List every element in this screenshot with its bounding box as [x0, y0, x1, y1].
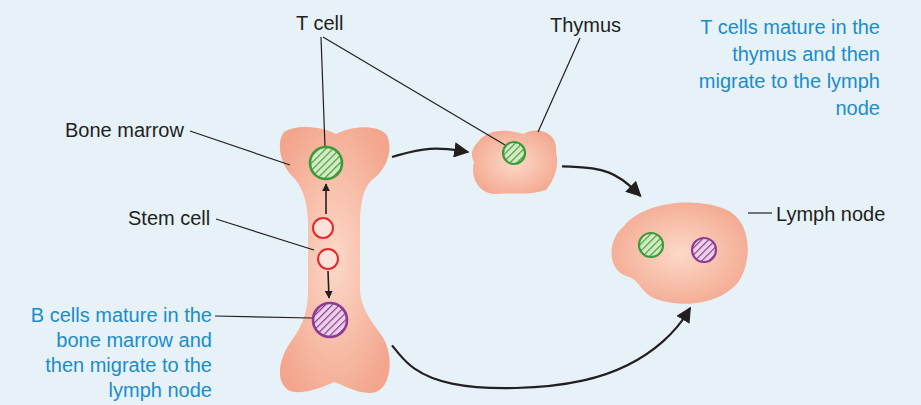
b-cell — [692, 238, 716, 262]
thymus-organ: Thymus — [468, 122, 562, 196]
leader-line — [190, 131, 290, 165]
leader-line — [323, 37, 505, 145]
migration-arrow — [392, 149, 468, 157]
t-cell — [310, 147, 342, 179]
annotation-note: B cells mature in the bone marrow and th… — [27, 303, 212, 403]
bone-marrow-organ: Bone marrow — [276, 124, 392, 394]
leader-line — [216, 219, 314, 250]
cell-label: T cell — [296, 11, 343, 35]
organ-label: Thymus — [550, 13, 621, 37]
organ-shape — [472, 131, 557, 194]
stem-cell — [313, 218, 333, 238]
organ-shape — [280, 127, 390, 393]
organ-label: Lymph node — [776, 202, 885, 226]
cell-label: Stem cell — [128, 206, 210, 230]
differentiation-arrow — [328, 271, 329, 298]
differentiation-arrow — [325, 184, 327, 214]
organ-shape — [611, 203, 747, 304]
lymph-node-organ: Lymph node — [604, 196, 750, 308]
stem-cell — [318, 249, 338, 269]
organ-outline — [276, 124, 392, 394]
leader-line — [215, 316, 312, 318]
migration-arrow — [392, 308, 690, 388]
organ-outline — [604, 196, 750, 308]
organ-outline — [468, 122, 562, 196]
leader-line — [538, 38, 580, 132]
t-cell — [639, 233, 663, 257]
leader-line — [321, 37, 325, 147]
t-cell — [503, 142, 525, 164]
annotation-note: T cells mature in the thymus and then mi… — [695, 14, 880, 122]
migration-arrow — [562, 166, 641, 196]
leader-line — [748, 212, 772, 213]
organ-label: Bone marrow — [65, 118, 184, 142]
b-cell — [313, 303, 347, 337]
